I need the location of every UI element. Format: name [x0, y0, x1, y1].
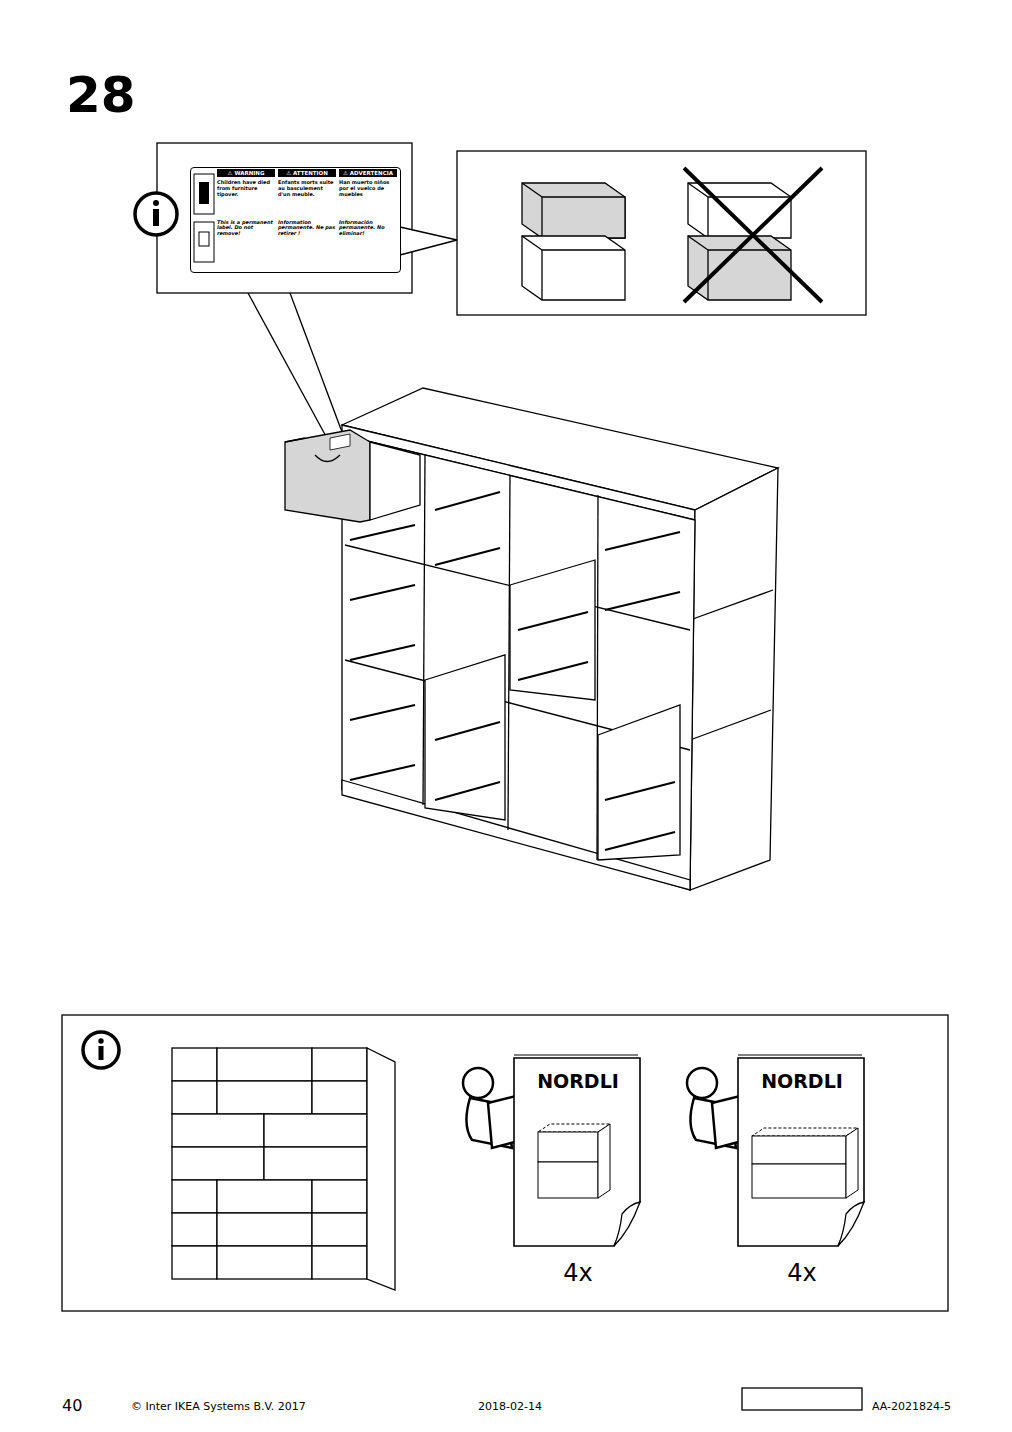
- warning-icons: [191, 168, 217, 272]
- warning-text: Enfants morts suite au basculement d'un …: [278, 180, 336, 197]
- callout-frame: [457, 151, 866, 315]
- product-name: NORDLI: [512, 1070, 644, 1092]
- quantity: 4x: [512, 1259, 644, 1287]
- warning-text: Children have died from furniture tipove…: [217, 180, 275, 197]
- footer-box: [742, 1388, 862, 1410]
- page-number: 40: [62, 1396, 82, 1415]
- warning-text: Han muerto niños por el vuelco de mueble…: [339, 180, 397, 197]
- drawer-wrong: [684, 168, 822, 302]
- callout-frame: [157, 143, 412, 293]
- warning-column: ⚠ ATTENTION Enfants morts suite au bascul…: [278, 169, 336, 240]
- chest-of-drawers: [285, 388, 778, 890]
- info-icon: [135, 193, 177, 235]
- info-icon: [83, 1032, 119, 1068]
- drawer-stack: [172, 1048, 395, 1290]
- drawer-correct: [522, 183, 625, 300]
- info-panel: [62, 1015, 948, 1311]
- warning-text: Información permanente. No eliminar!: [339, 220, 397, 237]
- manual-booklet: NORDLI 4x: [512, 1054, 644, 1294]
- footer-text: © Inter IKEA Systems B.V. 2017: [131, 1400, 306, 1413]
- warning-label: ⚠ WARNING Children have died from furnitu…: [190, 167, 401, 273]
- warning-heading: ⚠ ATTENTION: [278, 169, 336, 177]
- step-number: 28: [66, 70, 136, 120]
- warning-text: Information permanente. Ne pas retirer !: [278, 220, 336, 237]
- warning-column: ⚠ ADVERTENCIA Han muerto niños por el vue…: [339, 169, 397, 240]
- warning-text: This is a permanent label. Do not remove…: [217, 220, 275, 237]
- warning-heading: ⚠ WARNING: [217, 169, 275, 177]
- footer-text: 2018-02-14: [478, 1400, 542, 1413]
- quantity: 4x: [736, 1259, 868, 1287]
- footer-text: AA-2021824-5: [872, 1400, 951, 1413]
- manual-booklet: NORDLI 4x: [736, 1054, 868, 1294]
- warning-column: ⚠ WARNING Children have died from furnitu…: [217, 169, 275, 240]
- product-name: NORDLI: [736, 1070, 868, 1092]
- warning-heading: ⚠ ADVERTENCIA: [339, 169, 397, 177]
